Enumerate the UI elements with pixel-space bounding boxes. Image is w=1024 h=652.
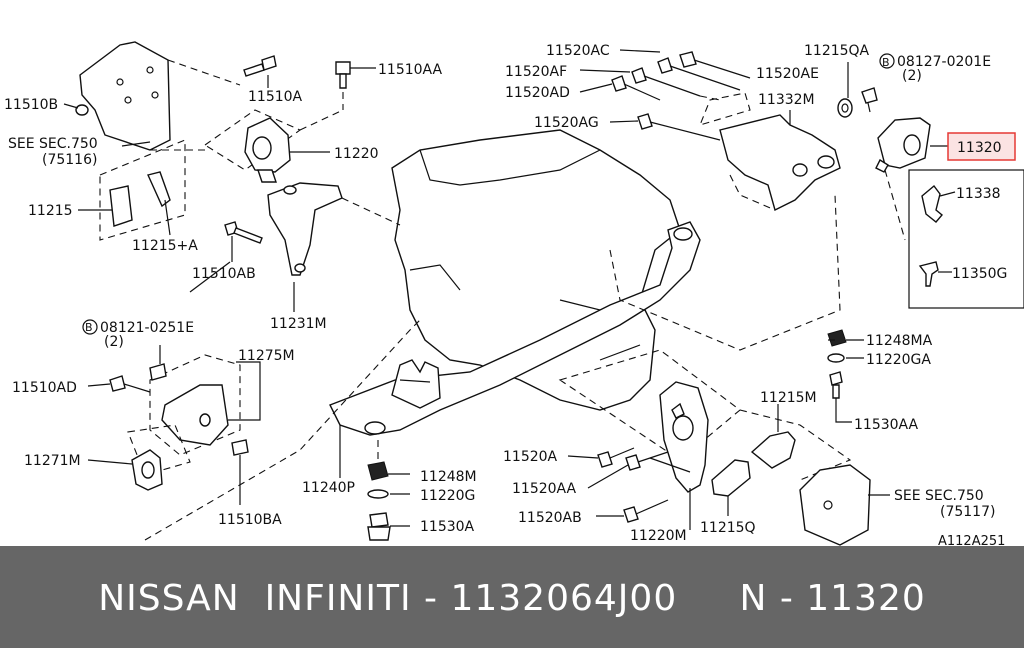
label-11215QA: 11215QA <box>804 43 870 59</box>
part-number-caption: NISSAN INFINITI - 1132064J00 N - 11320 <box>98 578 926 619</box>
circle-b-1: B <box>882 56 890 69</box>
label-11332M: 11332M <box>758 92 815 108</box>
left-upper-bracket <box>75 41 241 151</box>
label-11271M: 11271M <box>24 453 81 469</box>
engine-mount-diagram: 11510B SEE SEC.750 (75116) 11510A 11510A… <box>4 41 1024 546</box>
label-11350G: 11350G <box>952 266 1007 282</box>
label-11510BA: 11510BA <box>218 512 282 528</box>
label-11510B: 11510B <box>4 97 58 113</box>
label-11220M: 11220M <box>630 528 687 544</box>
insulator-11320 <box>875 117 948 241</box>
label-11520AB: 11520AB <box>518 510 582 526</box>
circle-b-2: B <box>85 321 93 334</box>
label-11510AD: 11510AD <box>12 380 77 396</box>
label-see-sec-750-a: SEE SEC.750 <box>8 136 98 152</box>
bolt-11510AA <box>335 61 376 110</box>
label-11510AB: 11510AB <box>192 266 256 282</box>
label-11215-a: 11215+A <box>132 238 198 254</box>
label-11215Q: 11215Q <box>700 520 756 536</box>
bolt-11510AB <box>224 221 263 262</box>
label-11520AA: 11520AA <box>512 481 577 497</box>
right-stack-hardware <box>827 329 864 423</box>
label-11275M: 11275M <box>238 348 295 364</box>
label-11520AF: 11520AF <box>505 64 567 80</box>
label-11510AA: 11510AA <box>378 62 443 78</box>
label-11530A: 11530A <box>420 519 475 535</box>
washer-11215QA <box>837 62 878 118</box>
pads-lower-right <box>711 404 890 546</box>
label-11520AE: 11520AE <box>756 66 819 82</box>
label-75117: (75117) <box>940 504 995 520</box>
label-11215: 11215 <box>28 203 73 219</box>
link-11240P <box>144 319 421 541</box>
bracket-11275M <box>87 345 261 505</box>
label-11320: 11320 <box>957 140 1002 156</box>
crossmember <box>329 221 701 436</box>
bolts-lower <box>567 447 669 523</box>
label-11220G: 11220G <box>420 488 475 504</box>
label-11220GA: 11220GA <box>866 352 931 368</box>
part-labels: 11510B SEE SEC.750 (75116) 11510A 11510A… <box>4 43 1007 546</box>
figure-code: A112A251 <box>938 534 1005 546</box>
label-11520A: 11520A <box>503 449 558 465</box>
highlight-box-11320 <box>947 132 1016 161</box>
label-75116: (75116) <box>42 152 97 168</box>
label-11231M: 11231M <box>270 316 327 332</box>
insulator-11271M <box>87 424 191 491</box>
label-11520AC: 11520AC <box>546 43 610 59</box>
bracket-11332M <box>609 92 841 351</box>
insulator-11220 <box>204 109 344 183</box>
bracket-11231M <box>267 182 401 312</box>
bolts-11520 <box>579 49 751 141</box>
label-11220: 11220 <box>334 146 379 162</box>
label-11338: 11338 <box>956 186 1001 202</box>
label-11215M: 11215M <box>760 390 817 406</box>
label-11520AG: 11520AG <box>534 115 599 131</box>
label-11248M: 11248M <box>420 469 477 485</box>
bolt-11510A <box>243 55 277 88</box>
label-see-sec-750-b: SEE SEC.750 <box>894 488 984 504</box>
label-08121-0251E: 08121-0251E <box>100 320 194 336</box>
label-qty-2-b: (2) <box>104 334 124 350</box>
label-11510A: 11510A <box>248 89 303 105</box>
leader-lines <box>63 53 895 341</box>
label-qty-2-a: (2) <box>902 68 922 84</box>
label-11240P: 11240P <box>302 480 355 496</box>
label-08127-0201E: 08127-0201E <box>897 54 991 70</box>
detail-box <box>908 169 1024 309</box>
label-11520AD: 11520AD <box>505 85 570 101</box>
label-11530AA: 11530AA <box>854 417 919 433</box>
pad-11215 <box>78 139 186 241</box>
label-11248MA: 11248MA <box>866 333 933 349</box>
footer-bar: NISSAN INFINITI - 1132064J00 N - 11320 <box>0 546 1024 648</box>
